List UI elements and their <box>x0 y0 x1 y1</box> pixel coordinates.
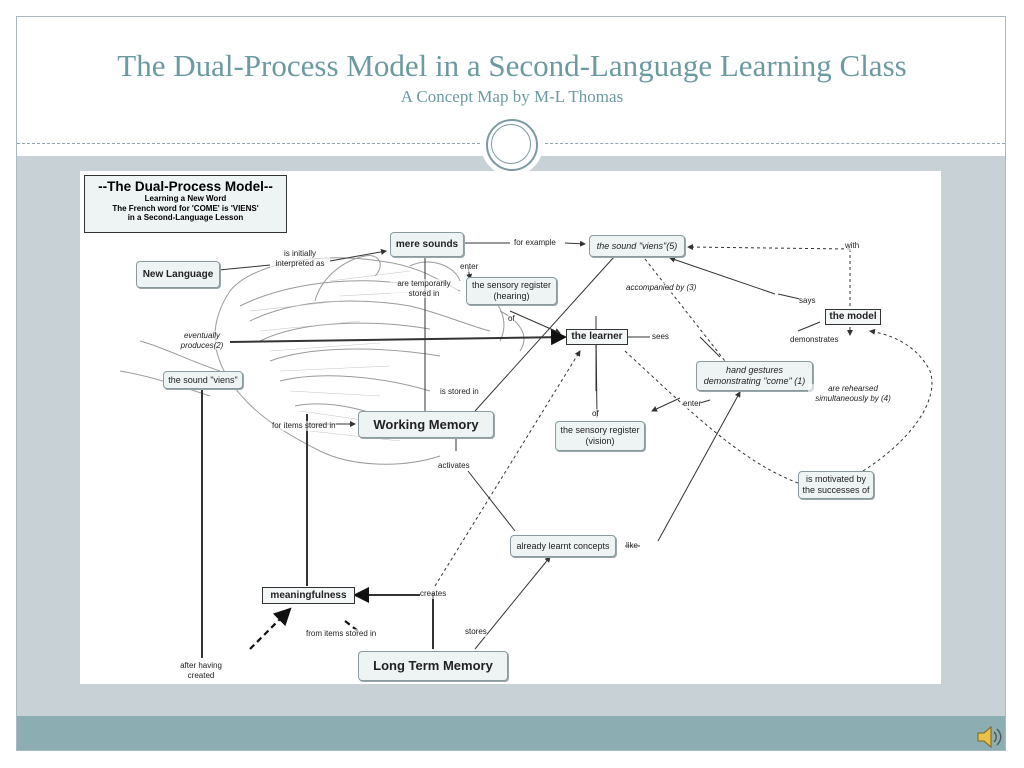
link-lines <box>201 240 933 658</box>
node-the-learner[interactable]: the learner <box>566 329 628 345</box>
node-sound-viens[interactable]: the sound "viens" <box>163 371 243 389</box>
node-is-motivated[interactable]: is motivated by the successes of <box>798 471 874 499</box>
slide-title: The Dual-Process Model in a Second-Langu… <box>117 48 907 83</box>
link-label: for example <box>514 238 556 248</box>
link-label: creates <box>420 589 447 599</box>
link-label: are temporarily stored in <box>390 279 458 299</box>
link-label: like <box>626 541 639 551</box>
node-sensory-register-hearing[interactable]: the sensory register (hearing) <box>466 277 557 305</box>
link-label: sees <box>652 332 669 342</box>
slide-subtitle: A Concept Map by M-L Thomas <box>400 87 624 106</box>
node-the-model[interactable]: the model <box>825 309 881 325</box>
link-label: says <box>799 296 816 306</box>
link-label: after having created <box>172 661 230 681</box>
link-label: demonstrates <box>790 335 839 345</box>
link-label: is stored in <box>440 387 479 397</box>
concept-map: --The Dual-Process Model-- Learning a Ne… <box>80 171 941 684</box>
link-label: eventually produces(2) <box>174 331 230 351</box>
heading-line: The French word for 'COME' is 'VIENS' <box>112 203 259 213</box>
ornament-inner-ring <box>491 124 531 164</box>
node-new-language[interactable]: New Language <box>136 261 220 288</box>
link-label: from items stored in <box>306 629 377 639</box>
link-label: for items stored in <box>272 421 336 431</box>
link-label: enter <box>683 399 702 409</box>
link-label: are rehearsed simultaneously by (4) <box>808 384 898 404</box>
node-sensory-register-vision[interactable]: the sensory register (vision) <box>555 421 645 451</box>
heading-title: --The Dual-Process Model-- <box>98 179 273 194</box>
link-label: enter <box>460 262 479 272</box>
diagram-heading-box: --The Dual-Process Model-- Learning a Ne… <box>84 175 287 233</box>
divider-right <box>540 143 1005 144</box>
node-sound-viens-5[interactable]: the sound "viens"(5) <box>589 235 685 257</box>
hand-sketch-background <box>119 255 525 465</box>
node-meaningfulness[interactable]: meaningfulness <box>262 587 355 604</box>
link-label: activates <box>438 461 470 471</box>
node-mere-sounds[interactable]: mere sounds <box>390 232 464 257</box>
link-label: with <box>845 241 860 251</box>
speaker-icon[interactable] <box>974 722 1004 752</box>
node-long-term-memory[interactable]: Long Term Memory <box>358 651 508 681</box>
link-label: of <box>508 314 515 324</box>
heading-line: in a Second-Language Lesson <box>127 213 244 223</box>
link-label: of <box>592 409 599 419</box>
node-working-memory[interactable]: Working Memory <box>358 411 494 438</box>
link-label: stores <box>465 627 487 637</box>
footer-band <box>17 716 1005 750</box>
divider-left <box>17 143 485 144</box>
link-label: is initially interpreted as <box>270 249 330 269</box>
node-already-learnt-concepts[interactable]: already learnt concepts <box>510 535 616 557</box>
node-hand-gestures[interactable]: hand gestures demonstrating "come" (1) <box>696 361 813 391</box>
heading-line: Learning a New Word <box>144 194 227 203</box>
link-label: accompanied by (3) <box>626 283 697 293</box>
